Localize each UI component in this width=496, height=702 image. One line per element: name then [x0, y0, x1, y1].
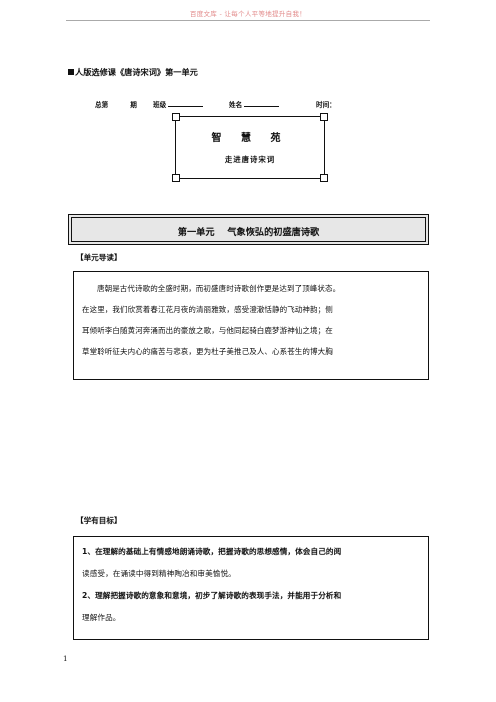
unit-banner: 第一单元 气象恢弘的初盛唐诗歌	[68, 214, 429, 245]
objectives-label: 【学有目标】	[76, 516, 122, 525]
banner-title: 智 慧 苑	[211, 133, 289, 144]
scroll-corner-br	[320, 174, 328, 182]
class-label: 班级	[153, 101, 167, 109]
intro-line: 在这里，我们欣赏着春江花月夜的清丽雅致，感受澄澈恬静的飞动神韵；侧	[82, 305, 333, 314]
time-field: 时间：	[316, 99, 336, 109]
page-number: 1	[63, 654, 68, 663]
class-field: 班级	[153, 99, 204, 109]
intro-line: 耳倾听李白随黄河奔涌而出的豪放之歌，与他同起骑白鹿梦游神仙之境；在	[82, 326, 333, 335]
name-blank[interactable]	[244, 106, 280, 107]
objectives-box: 1、在理解的基础上有情感地朗诵诗歌，把握诗歌的思想感情，体会自己的阅 读感受，在…	[73, 536, 429, 640]
intro-label: 【单元导读】	[76, 253, 122, 262]
banner-scroll: 智 慧 苑 走进唐诗宋词	[172, 113, 328, 182]
doc-icon	[68, 69, 74, 75]
name-label: 姓名	[229, 101, 243, 109]
scroll-corner-tr	[320, 113, 328, 121]
header-rule	[66, 20, 430, 21]
objectives-paragraph: 1、在理解的基础上有情感地朗诵诗歌，把握诗歌的思想感情，体会自己的阅 读感受，在…	[82, 541, 422, 629]
scroll-corner-bl	[172, 174, 180, 182]
period-label: 期	[130, 101, 137, 109]
total-label: 总第	[95, 101, 109, 109]
banner-subtitle: 走进唐诗宋词	[224, 155, 276, 164]
name-field: 姓名	[229, 99, 280, 109]
objective-line: 2、理解把握诗歌的意象和意境，初步了解诗歌的表现手法，并能用于分析和	[82, 591, 342, 600]
doc-title: 人版选修课《唐诗宋词》第一单元	[68, 66, 198, 78]
doc-title-text: 人版选修课《唐诗宋词》第一单元	[75, 67, 198, 77]
intro-box: 唐朝是古代诗歌的全盛时期，而初盛唐时诗歌创作更是达到了顶峰状态。 在这里，我们欣…	[73, 271, 429, 380]
class-blank[interactable]	[168, 106, 204, 107]
watermark: 百度文库 - 让每个人平等地提升自我！	[189, 10, 307, 18]
scroll-corner-tl	[172, 113, 180, 121]
time-label: 时间：	[316, 101, 336, 109]
total-period-label: 总第 期	[95, 99, 137, 109]
objective-line: 1、在理解的基础上有情感地朗诵诗歌，把握诗歌的思想感情，体会自己的阅	[82, 547, 342, 556]
intro-paragraph: 唐朝是古代诗歌的全盛时期，而初盛唐时诗歌创作更是达到了顶峰状态。 在这里，我们欣…	[82, 278, 422, 362]
objective-line: 理解作品。	[82, 613, 121, 622]
intro-line: 草堂聆听征夫内心的痛苦与悲哀，更为杜子美推己及人、心系苍生的博大胸	[82, 347, 333, 356]
intro-line: 唐朝是古代诗歌的全盛时期，而初盛唐时诗歌创作更是达到了顶峰状态。	[97, 284, 341, 293]
objective-line: 读感受，在诵读中得到精神陶冶和审美愉悦。	[82, 569, 236, 578]
unit-title: 第一单元 气象恢弘的初盛唐诗歌	[177, 227, 320, 238]
